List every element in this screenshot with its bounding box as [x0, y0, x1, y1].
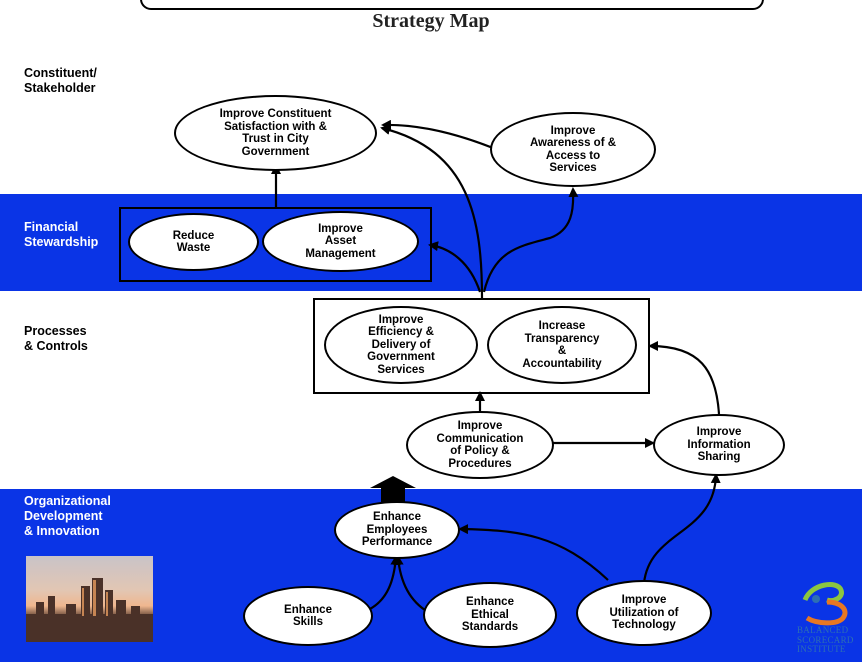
arrow-awareness-to-satisfaction: [381, 119, 494, 150]
objective-increase-transparency[interactable]: Increase Transparency & Accountability: [487, 306, 637, 384]
page-title: Strategy Map: [372, 10, 490, 32]
objective-enhance-skills[interactable]: Enhance Skills: [243, 586, 373, 646]
objective-enhance-ethical[interactable]: Enhance Ethical Standards: [423, 582, 557, 648]
objective-improve-awareness[interactable]: Improve Awareness of & Access to Service…: [490, 112, 656, 187]
balanced-scorecard-logo: BALANCED SCORECARD INSTITUTE: [797, 578, 862, 662]
arrow-information-to-process: [648, 341, 721, 415]
objective-enhance-performance[interactable]: Enhance Employees Performance: [334, 501, 460, 559]
title-frame: [140, 0, 764, 10]
perspective-organizational-label: Organizational Development & Innovation: [24, 494, 111, 538]
objective-improve-information[interactable]: Improve Information Sharing: [653, 414, 785, 476]
objective-reduce-waste[interactable]: Reduce Waste: [128, 213, 259, 271]
objective-improve-satisfaction[interactable]: Improve Constituent Satisfaction with & …: [174, 95, 377, 171]
objective-improve-technology[interactable]: Improve Utilization of Technology: [576, 580, 712, 646]
objective-improve-communication[interactable]: Improve Communication of Policy & Proced…: [406, 411, 554, 479]
perspective-financial-label: Financial Stewardship: [24, 220, 99, 249]
city-skyline-photo: [26, 556, 153, 642]
objective-improve-asset[interactable]: Improve Asset Management: [262, 211, 419, 272]
logo-wordmark: BALANCED SCORECARD INSTITUTE: [797, 625, 854, 654]
perspective-processes-label: Processes & Controls: [24, 324, 88, 353]
perspective-constituent-label: Constituent/ Stakeholder: [24, 66, 97, 95]
objective-improve-efficiency[interactable]: Improve Efficiency & Delivery of Governm…: [324, 306, 478, 384]
